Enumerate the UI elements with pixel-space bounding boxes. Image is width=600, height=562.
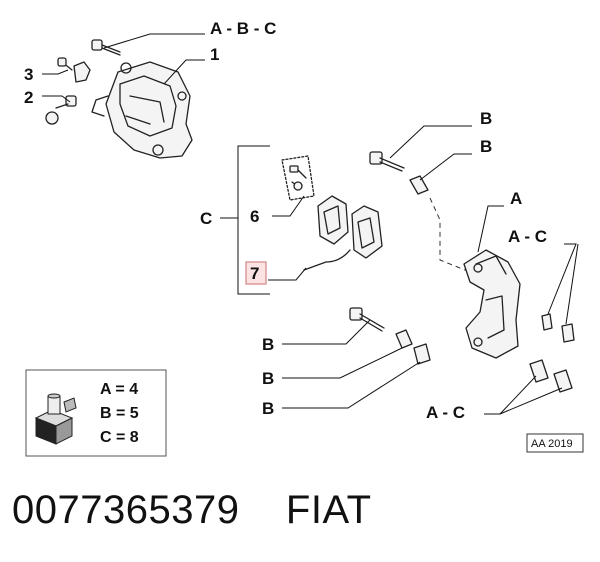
- item-7-highlight: [245, 261, 267, 285]
- caliper-carrier-part: [91, 61, 193, 159]
- brake-pad-sensor-part: [303, 205, 383, 271]
- callout-a-right: A: [510, 189, 522, 208]
- guide-bolt-lower-part: [349, 307, 385, 332]
- callout-b-top-2: B: [480, 137, 492, 156]
- kit-box-icon: [34, 393, 77, 445]
- pad-hardware-kit-part: [281, 155, 315, 201]
- callout-item-3: 3: [24, 65, 33, 84]
- callout-b-top-1: B: [480, 109, 492, 128]
- part-number-footer: 0077365379 FIAT: [12, 488, 372, 533]
- guide-boot-lower-part: [413, 343, 431, 365]
- diagram-ref-label: AA 2019: [531, 438, 573, 450]
- diagram-ref-box: [526, 433, 584, 453]
- guide-bolt-upper-part: [369, 151, 405, 172]
- callout-item-2: 2: [24, 88, 33, 107]
- part-number: 0077365379: [12, 488, 240, 532]
- kit-legend: A = 4 B = 5 C = 8: [25, 369, 167, 457]
- legend-row-a: A = 4: [100, 381, 138, 398]
- callout-a-c-right: A - C: [508, 227, 547, 246]
- callout-b-low-1: B: [262, 335, 274, 354]
- legend-row-b: B = 5: [100, 405, 139, 422]
- brake-pad-part: [317, 195, 349, 245]
- callout-bracket-c: C: [200, 209, 212, 228]
- anti-rattle-clip-upper-part: [541, 313, 575, 343]
- caliper-bracket-part: [463, 249, 521, 359]
- legend-row-c: C = 8: [100, 429, 139, 446]
- bolt-part: [91, 39, 121, 56]
- callout-a-b-c-top: A - B - C: [210, 19, 276, 38]
- guide-bushing-lower-part: [395, 329, 413, 349]
- brake-caliper-exploded-diagram: A - B - C 1 3 2 C 6 7 B B: [24, 19, 584, 457]
- clip-part: [57, 57, 91, 83]
- callout-b-low-3: B: [262, 399, 274, 418]
- callout-a-c-bottom: A - C: [426, 403, 465, 422]
- callout-item-1: 1: [210, 45, 219, 64]
- callout-item-7: 7: [250, 264, 259, 283]
- brand-name: FIAT: [285, 488, 372, 532]
- guide-bushing-upper-part: [409, 175, 429, 195]
- screw-part: [45, 95, 77, 125]
- callout-item-6: 6: [250, 207, 259, 226]
- callout-b-low-2: B: [262, 369, 274, 388]
- anti-rattle-clip-lower-part: [529, 359, 573, 393]
